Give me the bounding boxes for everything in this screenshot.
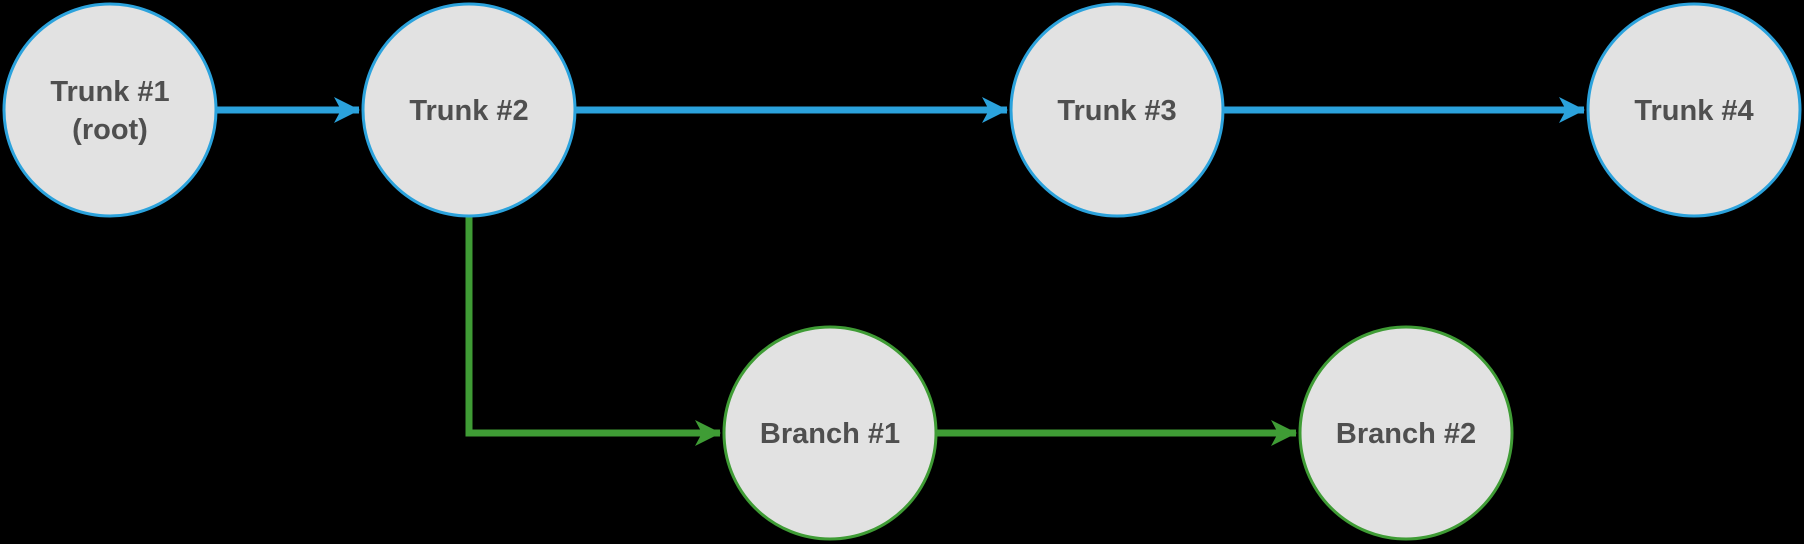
node-trunk-1-label-line: Trunk #1 bbox=[50, 76, 169, 108]
node-trunk-3-label-line: Trunk #3 bbox=[1057, 95, 1176, 127]
edge-trunk-2-to-branch-1 bbox=[465, 215, 721, 446]
node-trunk-3-label: Trunk #3 bbox=[1057, 95, 1176, 127]
node-trunk-1-label: Trunk #1 (root) bbox=[50, 76, 169, 146]
node-branch-2-label-line: Branch #2 bbox=[1336, 418, 1476, 450]
node-trunk-3-circle bbox=[1009, 2, 1225, 218]
node-trunk-4-label-line: Trunk #4 bbox=[1634, 95, 1753, 127]
node-branch-2: Branch #2 bbox=[1298, 325, 1514, 541]
node-trunk-1: Trunk #1 (root) bbox=[2, 2, 218, 218]
node-branch-1-label: Branch #1 bbox=[760, 418, 900, 450]
node-trunk-1-circle bbox=[2, 2, 218, 218]
node-branch-1: Branch #1 bbox=[722, 325, 938, 541]
node-trunk-2: Trunk #2 bbox=[361, 2, 577, 218]
node-trunk-2-label: Trunk #2 bbox=[409, 95, 528, 127]
node-trunk-4-label: Trunk #4 bbox=[1634, 95, 1753, 127]
node-trunk-4-circle bbox=[1586, 2, 1802, 218]
node-branch-1-label-line: Branch #1 bbox=[760, 418, 900, 450]
node-trunk-1-label-line: (root) bbox=[72, 114, 148, 146]
node-trunk-2-circle bbox=[361, 2, 577, 218]
node-trunk-4: Trunk #4 bbox=[1586, 2, 1802, 218]
node-branch-2-label: Branch #2 bbox=[1336, 418, 1476, 450]
node-trunk-3: Trunk #3 bbox=[1009, 2, 1225, 218]
node-trunk-2-label-line: Trunk #2 bbox=[409, 95, 528, 127]
node-branch-2-circle bbox=[1298, 325, 1514, 541]
node-branch-1-circle bbox=[722, 325, 938, 541]
